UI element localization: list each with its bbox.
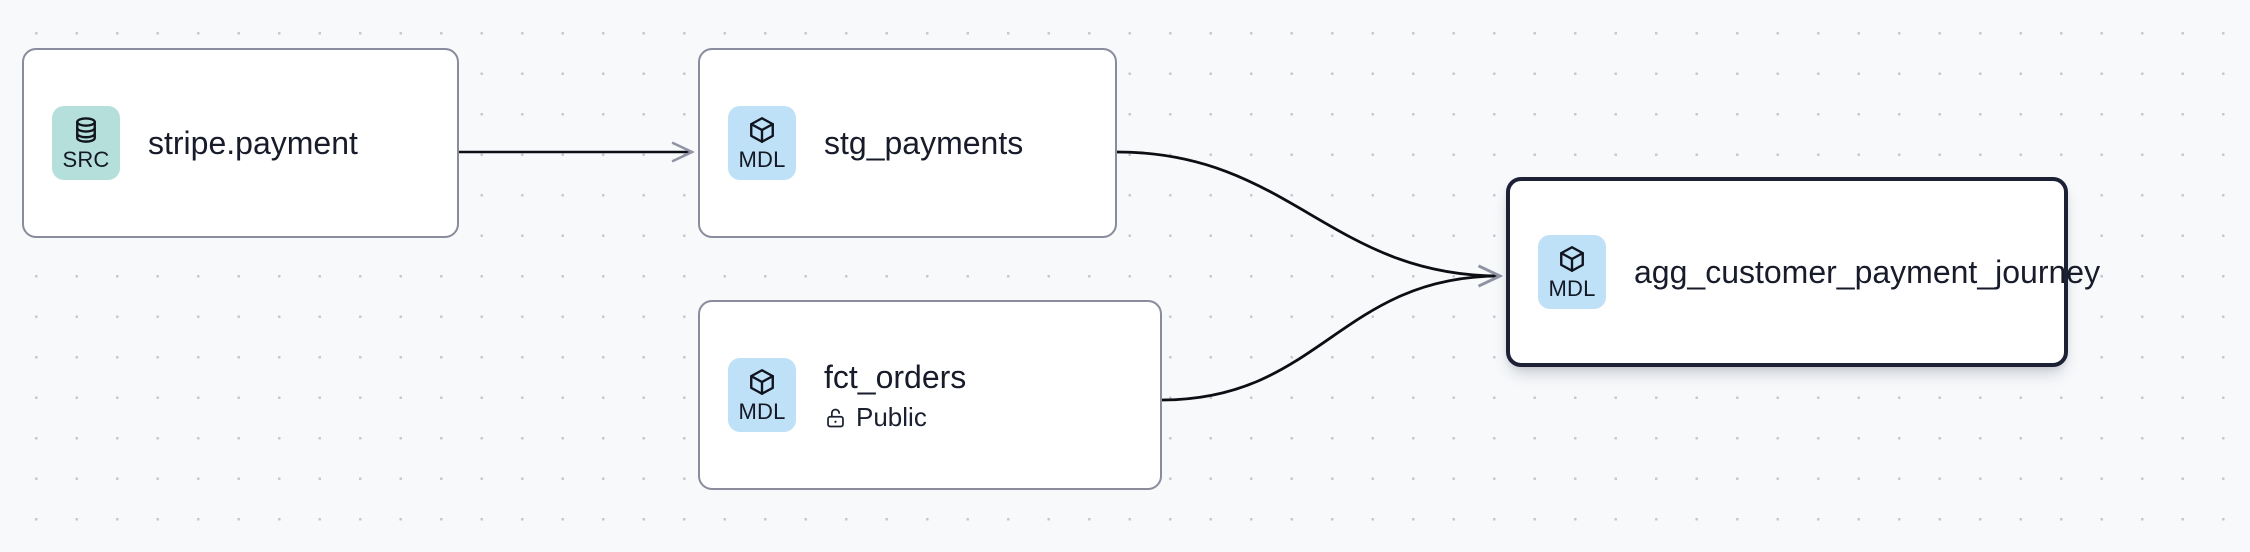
node-visibility: Public	[824, 402, 966, 432]
node-title: agg_customer_payment_journey	[1634, 254, 2101, 290]
badge-label: MDL	[738, 399, 786, 424]
unlock-icon	[827, 408, 844, 427]
node-title: fct_orders	[824, 359, 967, 395]
badge-label: MDL	[738, 147, 786, 172]
node-stg-payments[interactable]: MDL stg_payments	[698, 48, 1117, 238]
cube-icon	[1560, 246, 1584, 272]
badge-src: SRC	[52, 106, 120, 180]
node-agg-customer-payment-journey[interactable]: MDL agg_customer_payment_journey	[1506, 177, 2100, 367]
badge-mdl: MDL	[728, 358, 796, 432]
database-icon	[76, 117, 96, 143]
node-body: fct_orders Public	[824, 358, 966, 432]
node-visibility-label: Public	[856, 402, 927, 432]
cube-icon	[750, 369, 774, 395]
node-title: stg_payments	[824, 125, 1024, 161]
node-stripe-payment[interactable]: SRC stripe.payment	[22, 48, 459, 238]
cube-icon	[750, 117, 774, 143]
badge-mdl: MDL	[728, 106, 796, 180]
edge-stg-to-agg	[1116, 150, 1500, 276]
badge-mdl: MDL	[1538, 235, 1606, 309]
node-body: stripe.payment	[148, 124, 358, 162]
badge-label: SRC	[62, 147, 110, 172]
node-title: stripe.payment	[148, 125, 358, 161]
node-body: stg_payments	[824, 124, 1023, 162]
node-fct-orders[interactable]: MDL fct_orders Public	[698, 300, 1162, 490]
edge-fct-to-agg	[1161, 276, 1500, 402]
badge-label: MDL	[1548, 276, 1596, 301]
node-body: agg_customer_payment_journey	[1634, 253, 2100, 291]
